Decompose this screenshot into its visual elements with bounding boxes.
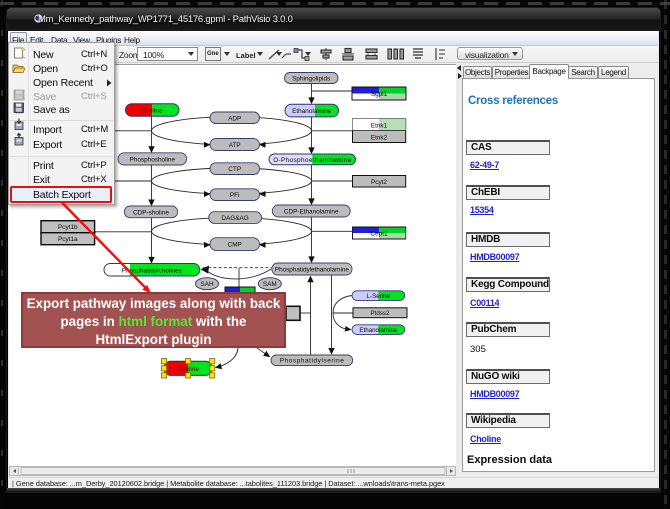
svg-text:PFi: PFi bbox=[230, 192, 240, 199]
svg-text:Ptdss2: Ptdss2 bbox=[371, 310, 390, 317]
svg-text:Pcyt2: Pcyt2 bbox=[371, 179, 387, 186]
svg-text:CDP-sholine: CDP-sholine bbox=[133, 209, 169, 216]
svg-text:ADP: ADP bbox=[228, 115, 241, 122]
svg-text:CTP: CTP bbox=[228, 166, 241, 173]
svg-text:Phosphosholine: Phosphosholine bbox=[130, 156, 176, 163]
svg-text:SAH: SAH bbox=[200, 281, 214, 288]
svg-text:Phosphatidylethanolamine: Phosphatidylethanolamine bbox=[275, 267, 349, 274]
svg-text:Phosphatidylserine: Phosphatidylserine bbox=[280, 358, 344, 365]
svg-text:Ethanolamine: Ethanolamine bbox=[292, 108, 332, 115]
svg-text:ATP: ATP bbox=[229, 142, 241, 149]
svg-text:Cept1: Cept1 bbox=[370, 231, 387, 238]
svg-text:CDP-Ethanolamine: CDP-Ethanolamine bbox=[284, 209, 339, 216]
svg-text:DAG&AG: DAG&AG bbox=[221, 215, 248, 222]
svg-text:CMP: CMP bbox=[228, 242, 242, 249]
svg-text:Ethanolamine: Ethanolamine bbox=[359, 327, 397, 334]
svg-text:Choline: Choline bbox=[141, 107, 163, 114]
svg-text:Sgpl1: Sgpl1 bbox=[371, 91, 388, 98]
svg-text:Etnk1: Etnk1 bbox=[371, 123, 388, 130]
svg-text:Sphingolipids: Sphingolipids bbox=[292, 75, 330, 82]
svg-text:Pcyt1b: Pcyt1b bbox=[58, 224, 78, 231]
svg-text:Phosphatidylcholines: Phosphatidylcholines bbox=[122, 267, 182, 274]
svg-text:Pcyt1a: Pcyt1a bbox=[58, 236, 78, 243]
svg-text:L-Serine: L-Serine bbox=[367, 293, 391, 300]
svg-text:SAM: SAM bbox=[263, 281, 277, 288]
svg-text:O-Phosphoethanolamine: O-Phosphoethanolamine bbox=[273, 157, 351, 164]
svg-text:Choline: Choline bbox=[177, 366, 199, 373]
svg-text:Etnk2: Etnk2 bbox=[371, 134, 388, 141]
